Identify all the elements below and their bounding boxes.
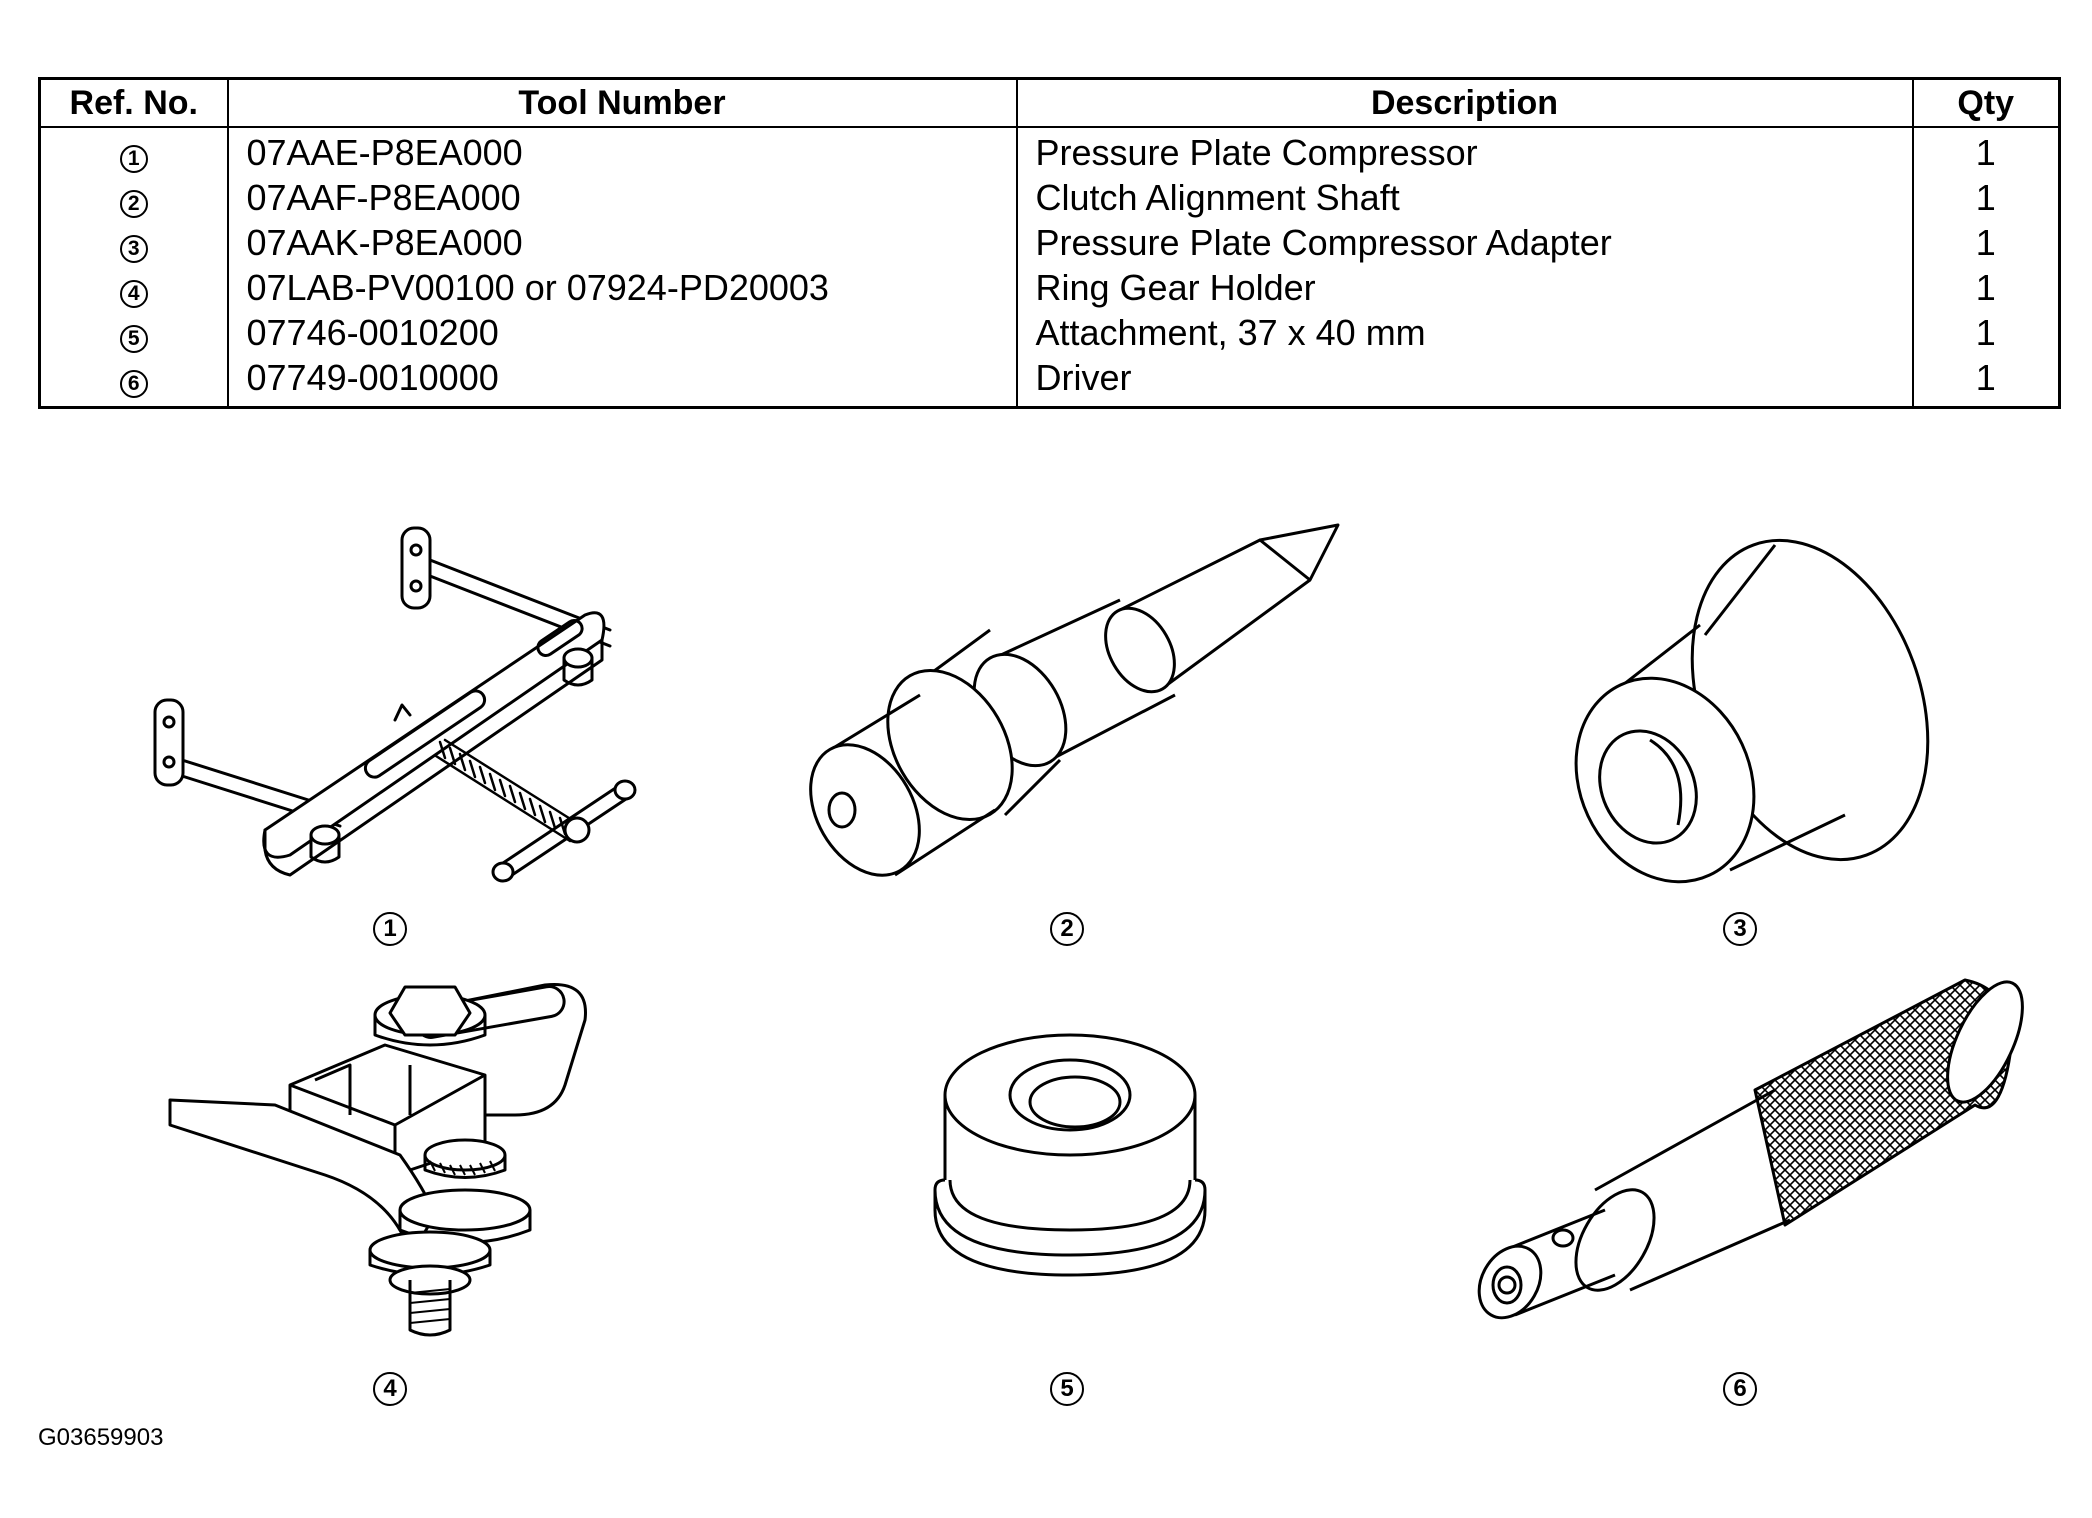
table-row: 1 07AAE-P8EA000 Pressure Plate Compresso…	[38, 127, 2061, 175]
description-cell: Pressure Plate Compressor Adapter	[1015, 220, 1914, 265]
ref-number: 1	[119, 144, 148, 173]
table-row: 5 07746-0010200 Attachment, 37 x 40 mm 1	[38, 310, 2061, 355]
description-cell: Clutch Alignment Shaft	[1015, 175, 1914, 220]
qty-cell: 1	[1911, 355, 2061, 408]
clutch-alignment-shaft-icon	[790, 510, 1350, 890]
tool-number-cell: 07749-0010000	[226, 355, 1018, 408]
header-tool-number: Tool Number	[226, 77, 1018, 128]
figure-label: 1	[373, 912, 407, 946]
description-cell: Ring Gear Holder	[1015, 265, 1914, 310]
ref-number: 4	[119, 279, 148, 308]
tool-number-cell: 07AAF-P8EA000	[226, 175, 1018, 220]
qty-cell: 1	[1911, 265, 2061, 310]
figure-label: 2	[1050, 912, 1084, 946]
description-cell: Attachment, 37 x 40 mm	[1015, 310, 1914, 355]
ref-cell: 3	[38, 220, 229, 265]
ref-number: 6	[119, 369, 148, 398]
ref-cell: 6	[38, 355, 229, 408]
ref-cell: 2	[38, 175, 229, 220]
qty-cell: 1	[1911, 175, 2061, 220]
compressor-adapter-icon	[1540, 525, 1960, 895]
driver-icon	[1455, 970, 2025, 1340]
attachment-icon	[930, 1030, 1210, 1280]
description-cell: Pressure Plate Compressor	[1015, 127, 1914, 175]
tool-number-cell: 07746-0010200	[226, 310, 1018, 355]
ring-gear-holder-icon	[165, 975, 625, 1345]
ref-cell: 5	[38, 310, 229, 355]
ref-cell: 1	[38, 127, 229, 175]
description-cell: Driver	[1015, 355, 1914, 408]
table-row: 2 07AAF-P8EA000 Clutch Alignment Shaft 1	[38, 175, 2061, 220]
header-description: Description	[1015, 77, 1914, 128]
table-row: 4 07LAB-PV00100 or 07924-PD20003 Ring Ge…	[38, 265, 2061, 310]
qty-cell: 1	[1911, 127, 2061, 175]
figure-code: G03659903	[38, 1424, 164, 1451]
tool-number-cell: 07AAK-P8EA000	[226, 220, 1018, 265]
ref-number: 3	[119, 234, 148, 263]
table-header-row: Ref. No. Tool Number Description Qty	[38, 77, 2061, 128]
figure-label: 5	[1050, 1372, 1084, 1406]
table-row: 6 07749-0010000 Driver 1	[38, 355, 2061, 408]
ref-number: 5	[119, 324, 148, 353]
ref-cell: 4	[38, 265, 229, 310]
qty-cell: 1	[1911, 220, 2061, 265]
header-ref-no: Ref. No.	[38, 77, 229, 128]
pressure-plate-compressor-icon	[140, 510, 660, 890]
tool-number-cell: 07AAE-P8EA000	[226, 127, 1018, 175]
ref-number: 2	[119, 189, 148, 218]
figure-label: 6	[1723, 1372, 1757, 1406]
special-tools-table: Ref. No. Tool Number Description Qty 1 0…	[38, 77, 2061, 409]
qty-cell: 1	[1911, 310, 2061, 355]
figure-label: 3	[1723, 912, 1757, 946]
table-row: 3 07AAK-P8EA000 Pressure Plate Compresso…	[38, 220, 2061, 265]
figure-label: 4	[373, 1372, 407, 1406]
header-qty: Qty	[1911, 77, 2061, 128]
tool-number-cell: 07LAB-PV00100 or 07924-PD20003	[226, 265, 1018, 310]
